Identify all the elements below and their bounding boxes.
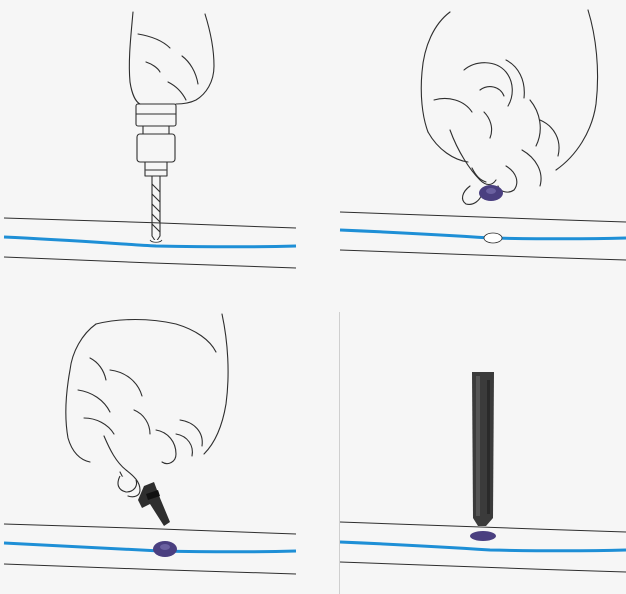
step-4-panel [330, 300, 626, 594]
hand-inserting-valve-icon [0, 300, 300, 594]
rim [340, 522, 626, 572]
step-1-panel [0, 0, 300, 290]
drill-icon [0, 0, 300, 290]
rim-tape [4, 237, 296, 247]
rim-tape [4, 543, 296, 552]
rim [340, 212, 626, 260]
step-2-panel [330, 0, 626, 290]
panel-divider [339, 312, 340, 594]
valve-stem [472, 372, 494, 526]
step-3-panel [0, 300, 300, 594]
installed-valve-icon [330, 300, 626, 594]
rim-tape [340, 542, 626, 551]
rim [4, 218, 296, 268]
valve-seal [470, 531, 496, 541]
hand-with-seal-icon [330, 0, 626, 290]
valve-hole [484, 233, 502, 243]
rim-tape [340, 230, 626, 239]
valve-stem [138, 482, 170, 526]
